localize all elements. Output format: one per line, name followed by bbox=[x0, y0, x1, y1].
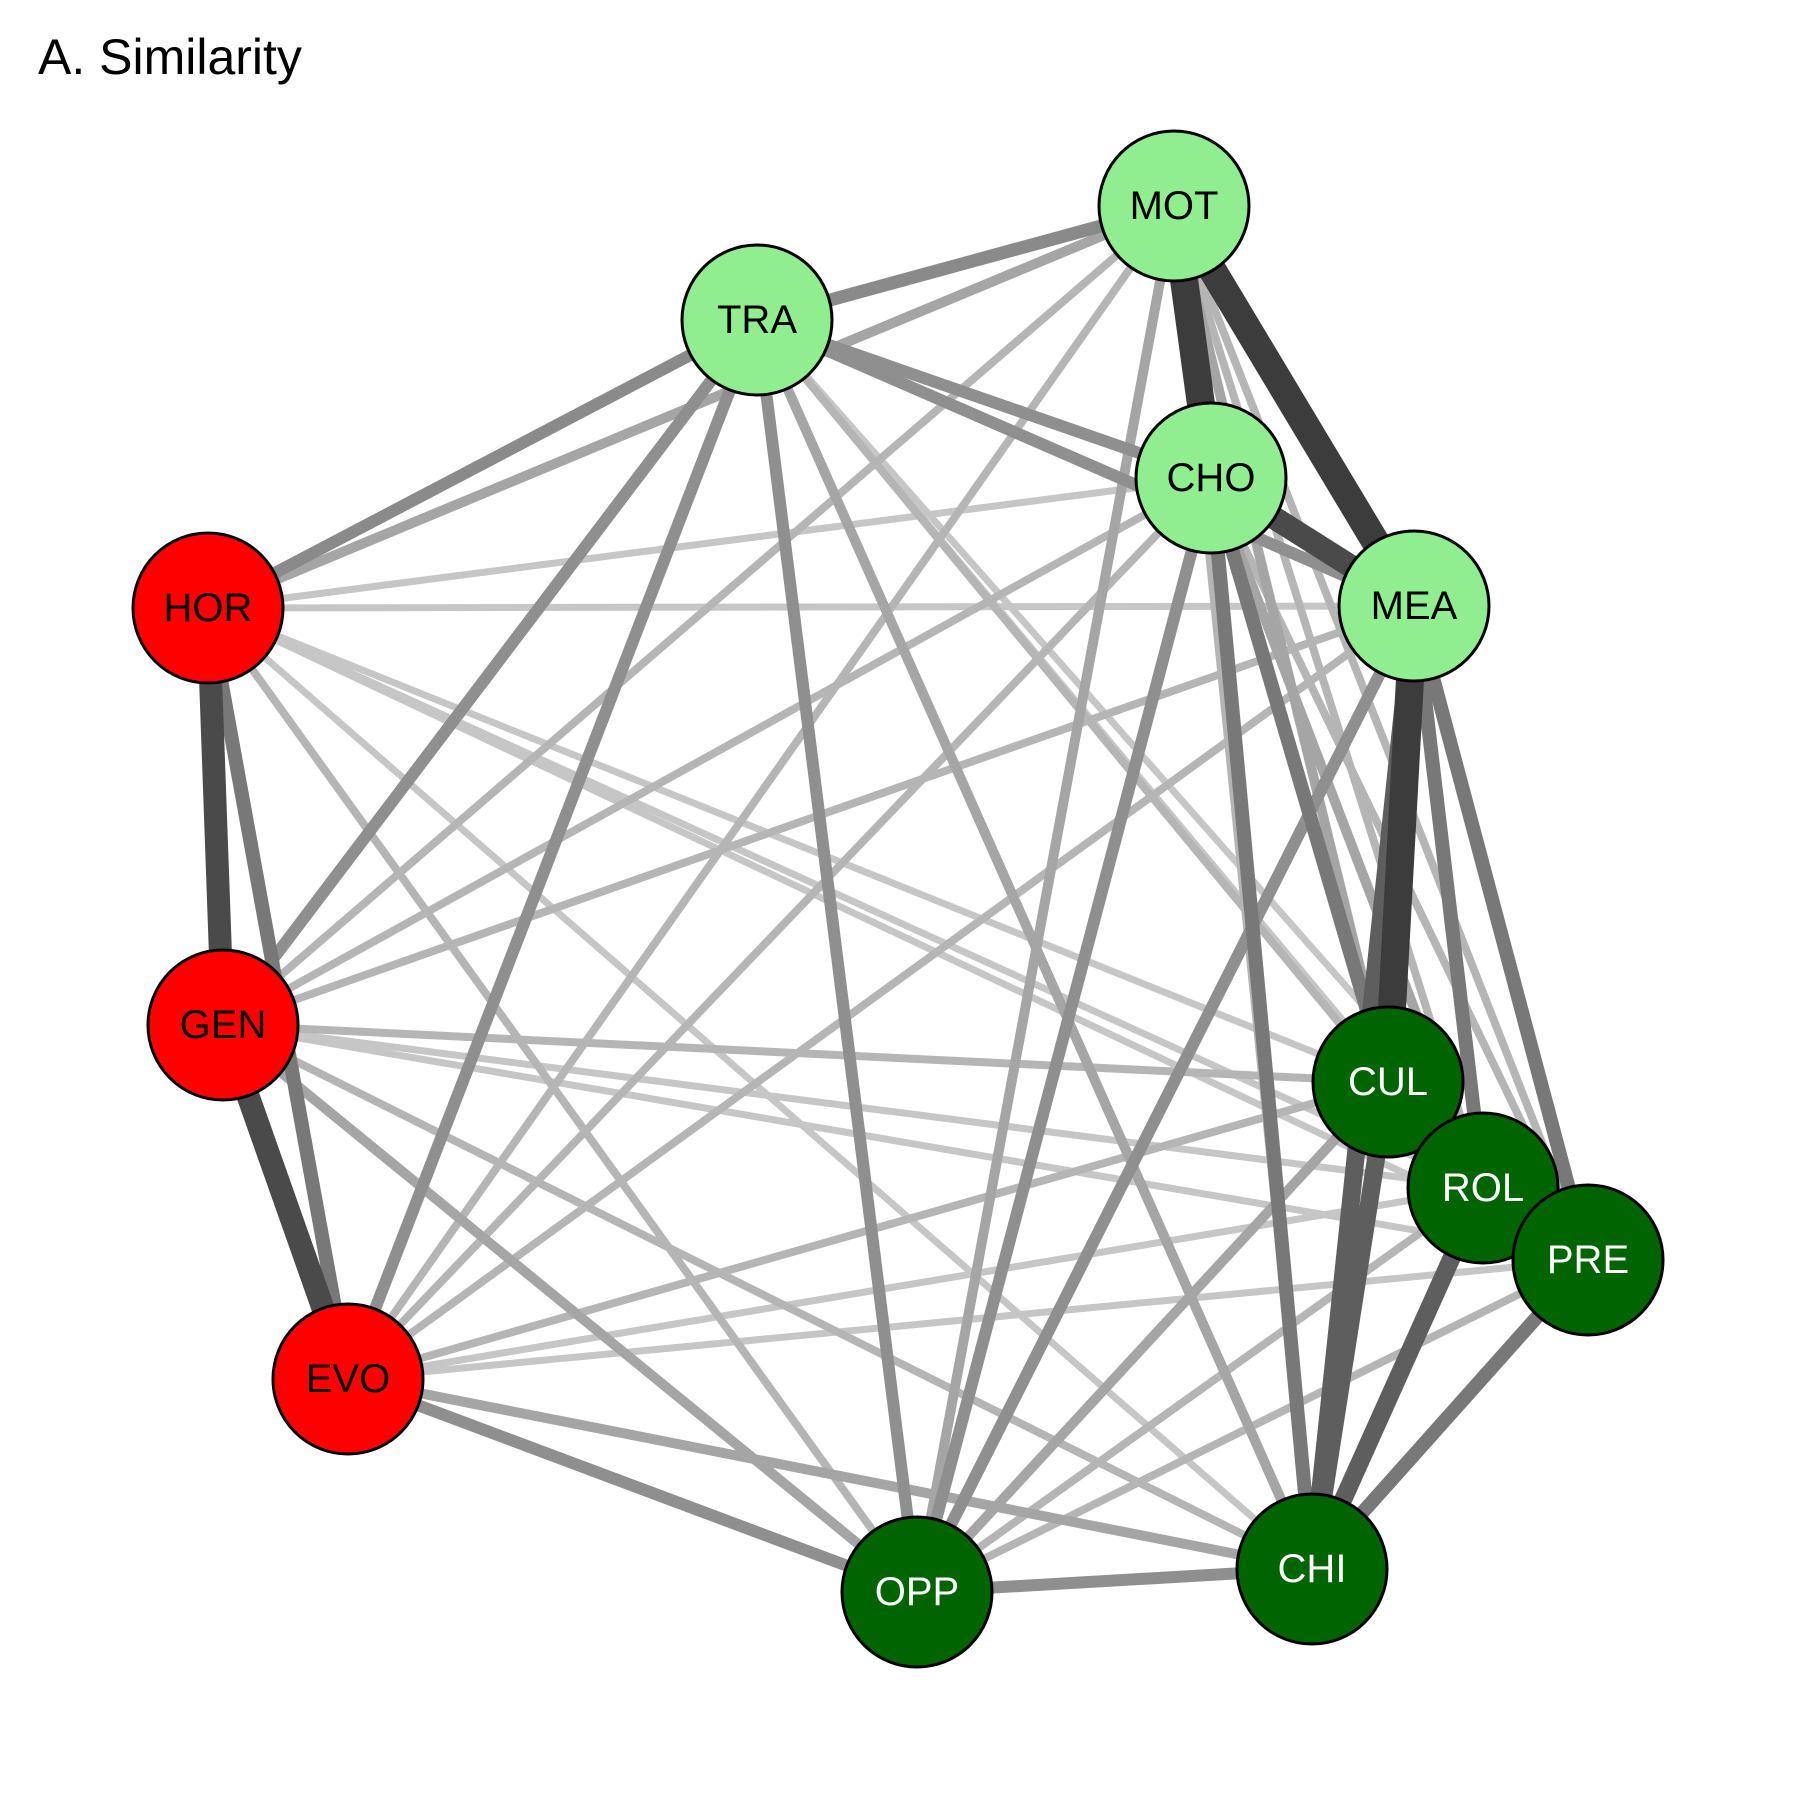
edge-OPP-MEA bbox=[911, 603, 1420, 1595]
node-circle-GEN bbox=[146, 948, 300, 1102]
edge-TRA-GEN bbox=[218, 316, 762, 1029]
edge-CHO-GEN bbox=[221, 474, 1213, 1029]
edge-CHO-HOR bbox=[207, 474, 1212, 612]
node-circle-OPP bbox=[840, 1515, 994, 1669]
node-MEA: MEA bbox=[1337, 529, 1491, 683]
edge-GEN-CUL bbox=[222, 1021, 1389, 1086]
node-circle-HOR bbox=[131, 531, 285, 685]
edge-TRA-MEA bbox=[754, 314, 1417, 612]
edge-MEA-ROL bbox=[1407, 605, 1490, 1189]
edge-CHO-CHI bbox=[1204, 477, 1319, 1570]
node-CHO: CHO bbox=[1134, 401, 1288, 555]
node-circle-CHO bbox=[1134, 401, 1288, 555]
node-EVO: EVO bbox=[271, 1302, 425, 1456]
edge-GEN-CHI bbox=[221, 1021, 1314, 1573]
edge-MEA-HOR bbox=[207, 602, 1415, 612]
node-circle-EVO bbox=[271, 1302, 425, 1456]
edge-MEA-CUL bbox=[1374, 605, 1428, 1083]
edge-TRA-OPP bbox=[751, 319, 923, 1593]
edge-GEN-OPP bbox=[219, 1021, 921, 1596]
node-circle-CUL bbox=[1311, 1005, 1465, 1159]
edge-CHO-EVO bbox=[345, 475, 1214, 1382]
node-OPP: OPP bbox=[840, 1515, 994, 1669]
edge-OPP-CHO bbox=[911, 476, 1217, 1594]
edge-EVO-OPP bbox=[345, 1373, 920, 1598]
node-TRA: TRA bbox=[680, 243, 834, 397]
edge-HOR-TRA bbox=[205, 314, 760, 614]
node-HOR: HOR bbox=[131, 531, 285, 685]
node-GEN: GEN bbox=[146, 948, 300, 1102]
edge-MEA-PRE bbox=[1407, 604, 1595, 1262]
edge-EVO-TRA bbox=[342, 317, 763, 1382]
node-circle-PRE bbox=[1511, 1183, 1665, 1337]
edge-TRA-CHI bbox=[752, 317, 1317, 1572]
edge-HOR-CHI bbox=[205, 605, 1315, 1572]
edge-MOT-OPP bbox=[912, 205, 1179, 1593]
node-PRE: PRE bbox=[1511, 1183, 1665, 1337]
edge-EVO-ROL bbox=[347, 1184, 1484, 1383]
edge-MOT-GEN bbox=[220, 202, 1177, 1029]
node-CHI: CHI bbox=[1235, 1492, 1389, 1646]
edge-MOT-MEA bbox=[1161, 198, 1427, 614]
node-MOT: MOT bbox=[1097, 129, 1251, 283]
edge-MOT-PRE bbox=[1170, 204, 1592, 1262]
edge-TRA-CUL bbox=[753, 317, 1392, 1085]
edge-HOR-OPP bbox=[204, 605, 921, 1595]
edge-OPP-ROL bbox=[914, 1184, 1486, 1596]
edge-MOT-EVO bbox=[344, 203, 1178, 1382]
edge-TRA-CHO bbox=[755, 314, 1213, 484]
node-circle-MEA bbox=[1337, 529, 1491, 683]
edge-EVO-CHI bbox=[347, 1374, 1313, 1574]
edge-HOR-CUL bbox=[206, 604, 1390, 1086]
plot-title: A. Similarity bbox=[38, 29, 302, 85]
edge-CHO-CUL bbox=[1204, 476, 1395, 1084]
node-circle-MOT bbox=[1097, 129, 1251, 283]
node-circle-TRA bbox=[680, 243, 834, 397]
node-circle-CHI bbox=[1235, 1492, 1389, 1646]
